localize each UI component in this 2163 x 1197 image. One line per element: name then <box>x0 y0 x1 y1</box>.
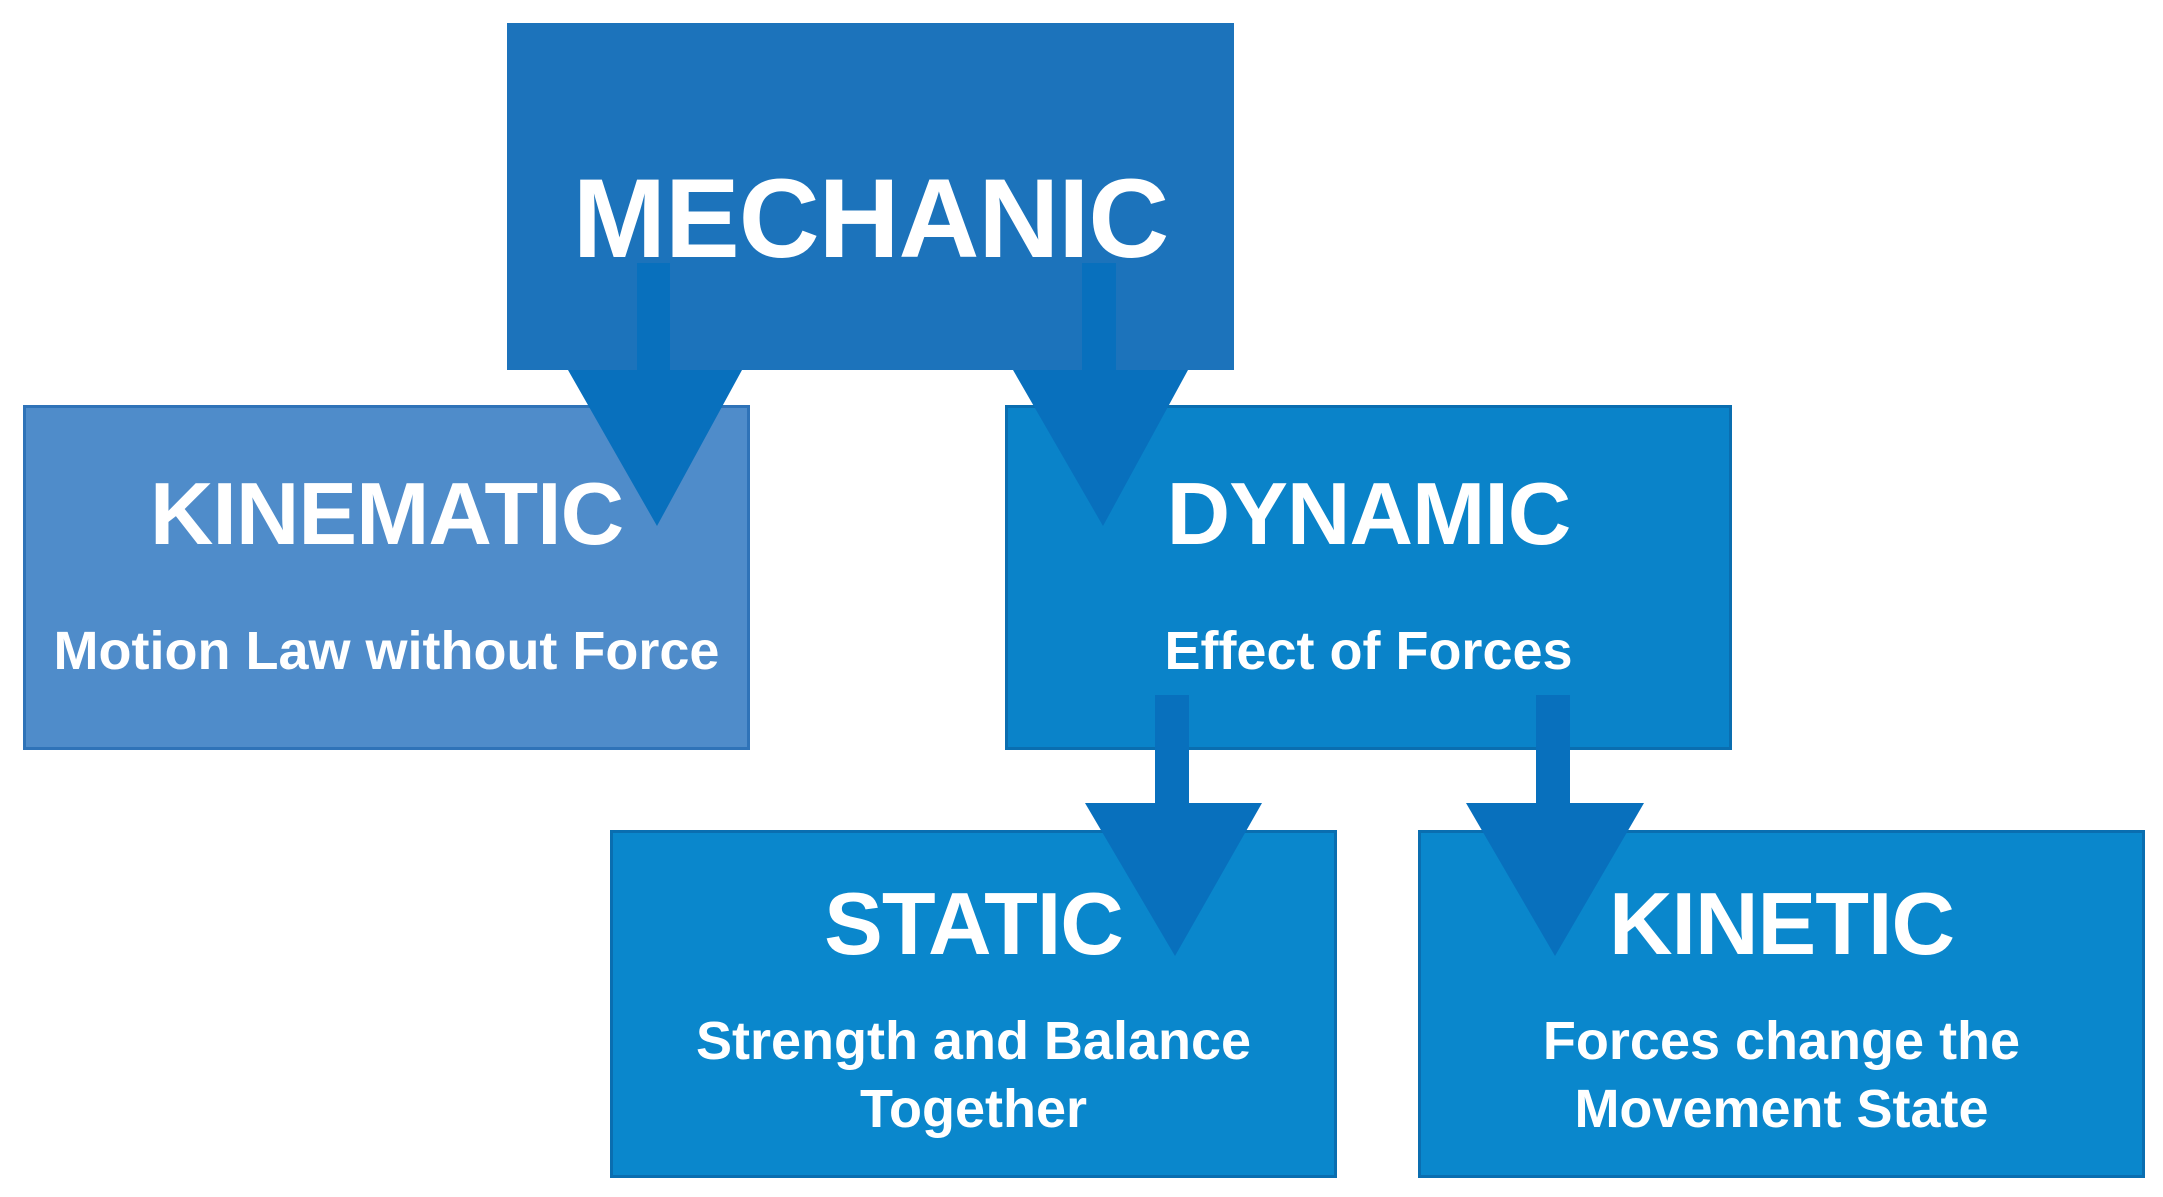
node-kinematic: KINEMATIC Motion Law without Force <box>23 405 750 750</box>
node-static: STATIC Strength and Balance Together <box>610 830 1337 1178</box>
node-static-subtitle: Strength and Balance Together <box>695 1011 1252 1139</box>
node-kinetic: KINETIC Forces change the Movement State <box>1418 830 2145 1178</box>
node-static-title: STATIC <box>824 874 1124 973</box>
node-dynamic-subtitle: Effect of Forces <box>1164 621 1573 681</box>
node-kinematic-title: KINEMATIC <box>149 464 624 563</box>
node-mechanic: MECHANIC <box>507 23 1234 370</box>
node-mechanic-title: MECHANIC <box>572 156 1170 281</box>
node-kinetic-title: KINETIC <box>1609 874 1955 973</box>
node-dynamic-title: DYNAMIC <box>1166 464 1572 563</box>
node-dynamic: DYNAMIC Effect of Forces <box>1005 405 1732 750</box>
node-kinetic-subtitle: Forces change the Movement State <box>1542 1011 2021 1139</box>
node-kinematic-subtitle: Motion Law without Force <box>53 621 720 681</box>
